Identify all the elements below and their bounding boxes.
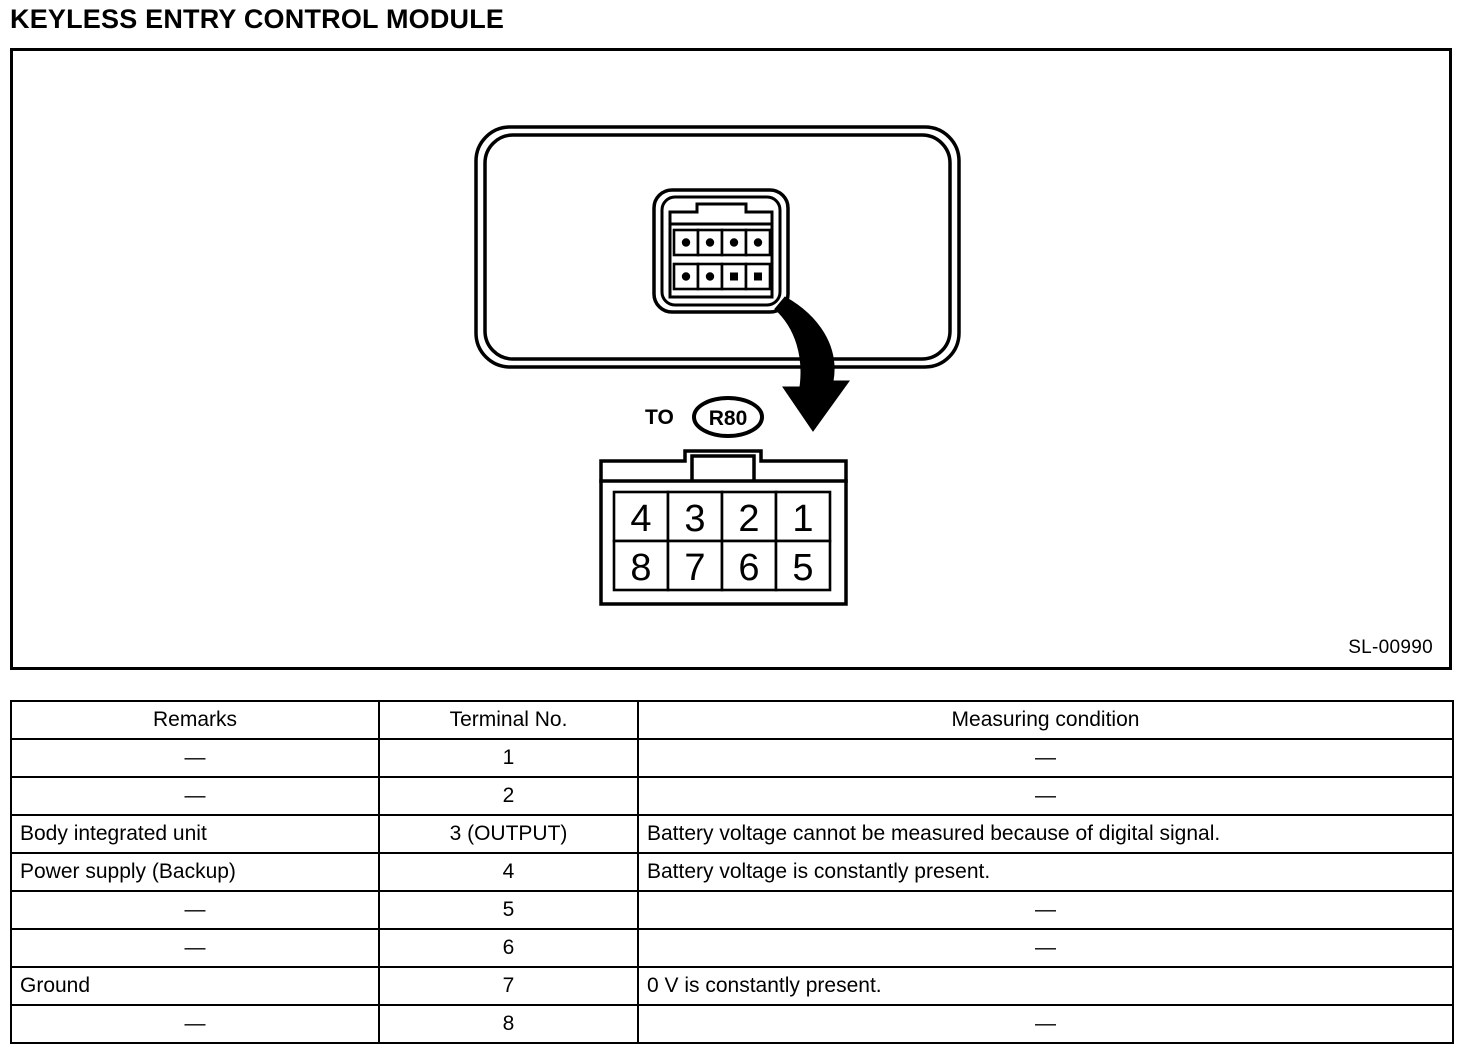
pin-number-1: 1 [792,498,813,540]
figure-id-label: SL-00990 [1348,637,1433,658]
cell-condition: — [637,928,1454,968]
cell-condition: — [637,890,1454,930]
cell-remarks: Power supply (Backup) [10,852,380,892]
cell-terminal: 1 [378,738,639,778]
cell-terminal: 2 [378,776,639,816]
cell-terminal: 6 [378,928,639,968]
table-header-row: Remarks Terminal No. Measuring condition [10,700,1454,740]
header-condition: Measuring condition [637,700,1454,740]
table-row: Ground 7 0 V is constantly present. [10,966,1454,1006]
cell-remarks: — [10,890,380,930]
cell-terminal: 7 [378,966,639,1006]
header-terminal: Terminal No. [378,700,639,740]
cell-terminal: 5 [378,890,639,930]
pin-grid-row-top: 4 3 2 1 [612,490,832,543]
cell-terminal: 8 [378,1004,639,1044]
table-row: Power supply (Backup) 4 Battery voltage … [10,852,1454,892]
connector-ref-label: R80 [709,407,748,430]
table-row: — 8 — [10,1004,1454,1044]
cell-condition: — [637,1004,1454,1044]
figure-frame: TO R80 4 3 2 1 8 7 6 5 [10,48,1452,670]
pin-number-5: 5 [792,547,813,589]
pin-number-2: 2 [738,498,759,540]
terminal-table: Remarks Terminal No. Measuring condition… [10,700,1454,1044]
header-remarks: Remarks [10,700,380,740]
pin-grid-row-bottom: 8 7 6 5 [612,539,832,592]
table-row: — 1 — [10,738,1454,778]
table-row: Body integrated unit 3 (OUTPUT) Battery … [10,814,1454,854]
keyless-entry-module-diagram: TO R80 4 3 2 1 8 7 6 5 [474,125,961,606]
callout-arrow [774,296,850,432]
table-row: — 5 — [10,890,1454,930]
pin-number-8: 8 [630,547,651,589]
pin-number-6: 6 [738,547,759,589]
pin-number-4: 4 [630,498,651,540]
table-row: — 6 — [10,928,1454,968]
cell-terminal: 3 (OUTPUT) [378,814,639,854]
table-row: — 2 — [10,776,1454,816]
cell-remarks: — [10,928,380,968]
connector-pin-row-top [672,228,772,257]
pin-number-3: 3 [684,498,705,540]
cell-remarks: Ground [10,966,380,1006]
cell-condition: Battery voltage cannot be measured becau… [637,814,1454,854]
connector-ref-ellipse [692,396,764,438]
cell-remarks: — [10,738,380,778]
to-label: TO [645,406,674,429]
connector-pin-row-bottom [672,262,772,291]
pin-number-7: 7 [684,547,705,589]
cell-condition: — [637,776,1454,816]
cell-terminal: 4 [378,852,639,892]
cell-remarks: — [10,1004,380,1044]
cell-remarks: Body integrated unit [10,814,380,854]
cell-remarks: — [10,776,380,816]
cell-condition: — [637,738,1454,778]
connector-latch-tab [668,202,774,226]
cell-condition: Battery voltage is constantly present. [637,852,1454,892]
cell-condition: 0 V is constantly present. [637,966,1454,1006]
page-title: KEYLESS ENTRY CONTROL MODULE [10,4,505,34]
